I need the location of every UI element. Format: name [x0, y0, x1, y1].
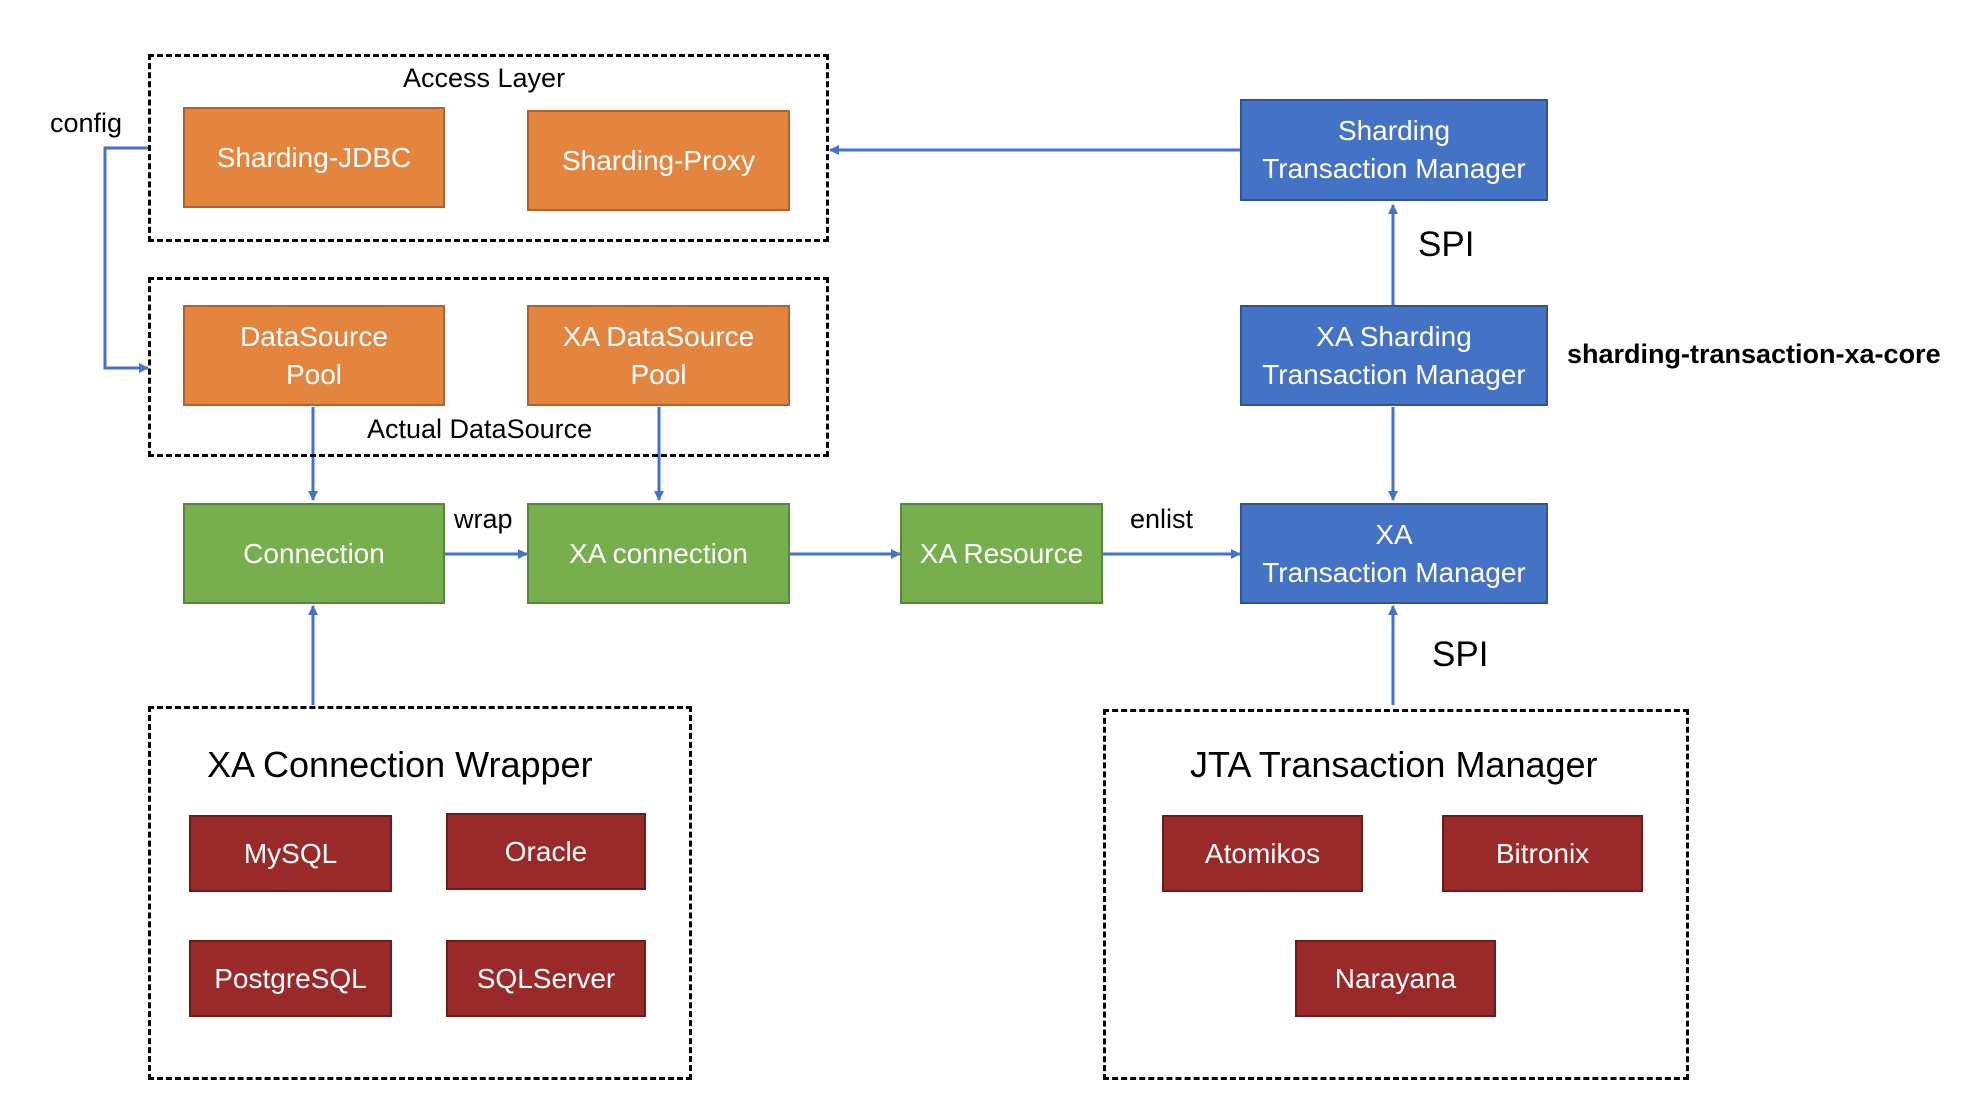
- spi-lower-label: SPI: [1432, 635, 1489, 674]
- wrap-label: wrap: [454, 504, 513, 534]
- sharding-transaction-manager-node: Sharding Transaction Manager: [1240, 99, 1548, 201]
- module-label: sharding-transaction-xa-core: [1567, 339, 1941, 369]
- connection-node: Connection: [183, 503, 445, 604]
- jta-transaction-manager-title: JTA Transaction Manager: [1190, 744, 1598, 785]
- xa-connection-node: XA connection: [527, 503, 790, 604]
- datasource-pool-node: DataSource Pool: [183, 305, 445, 406]
- xa-connection-wrapper-title: XA Connection Wrapper: [207, 744, 593, 785]
- spi-upper-label: SPI: [1418, 225, 1475, 264]
- actual-datasource-title: Actual DataSource: [367, 414, 593, 444]
- access-layer-title: Access Layer: [403, 63, 566, 93]
- sharding-jdbc-node: Sharding-JDBC: [183, 107, 445, 208]
- xa-datasource-pool-node: XA DataSource Pool: [527, 305, 790, 406]
- bitronix-node: Bitronix: [1442, 815, 1643, 892]
- mysql-node: MySQL: [189, 815, 392, 892]
- config-arrow: [103, 146, 150, 373]
- atomikos-node: Atomikos: [1162, 815, 1363, 892]
- sqlserver-node: SQLServer: [446, 940, 646, 1017]
- xa-connection-wrapper-group: [148, 706, 692, 1080]
- postgresql-node: PostgreSQL: [189, 940, 392, 1017]
- oracle-node: Oracle: [446, 813, 646, 890]
- enlist-label: enlist: [1130, 504, 1194, 534]
- jta-transaction-manager-group: [1103, 709, 1689, 1080]
- xa-sharding-transaction-manager-node: XA Sharding Transaction Manager: [1240, 305, 1548, 406]
- sharding-proxy-node: Sharding-Proxy: [527, 110, 790, 211]
- config-label: config: [50, 108, 123, 138]
- access-layer-group: [148, 54, 829, 242]
- actual-datasource-group: [148, 277, 829, 457]
- xa-transaction-manager-node: XA Transaction Manager: [1240, 503, 1548, 604]
- narayana-node: Narayana: [1295, 940, 1496, 1017]
- xa-resource-node: XA Resource: [900, 503, 1103, 604]
